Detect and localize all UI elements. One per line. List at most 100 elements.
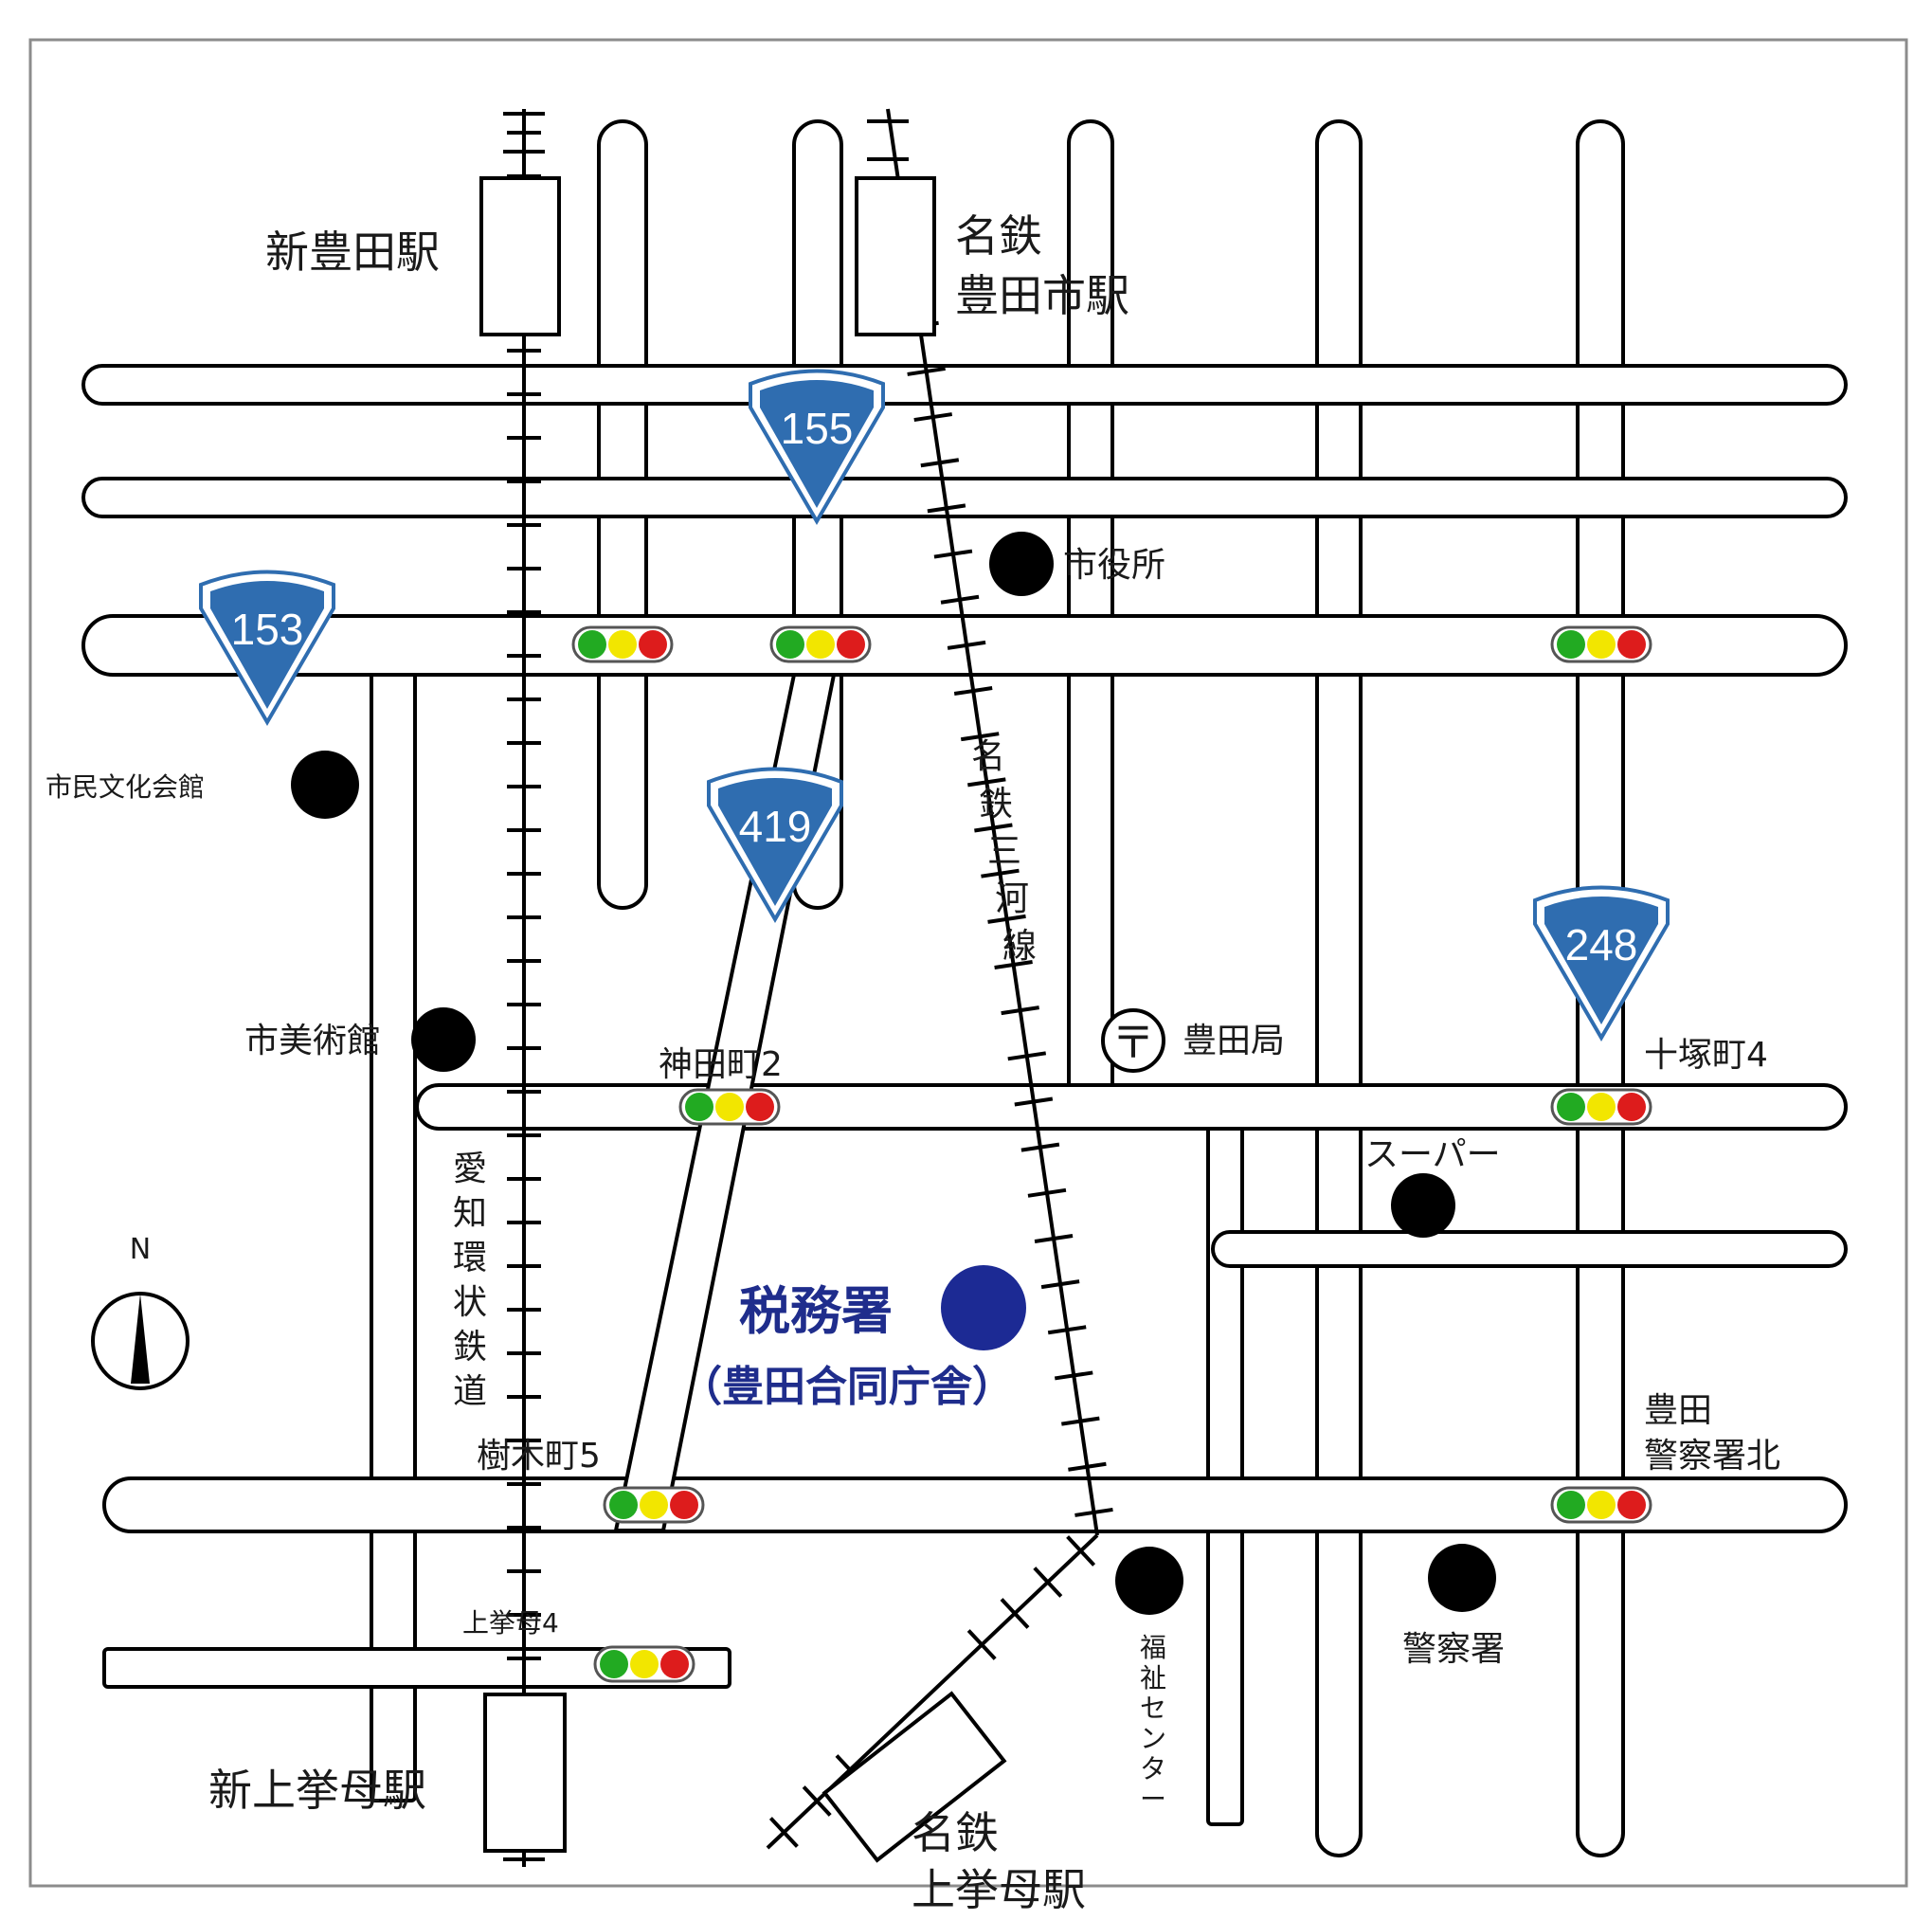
rail-tie (1061, 1416, 1100, 1426)
city-hall-marker (989, 532, 1054, 596)
north-arrow-icon (131, 1294, 150, 1384)
label-uwagoromo4: 上挙母4 (462, 1607, 559, 1639)
rail-tie (933, 549, 973, 559)
aichi-char: 状 (453, 1283, 487, 1322)
route-number: 419 (739, 802, 812, 851)
road-h2 (81, 477, 1848, 518)
label-meitetsu-uwagoromo-2: 上挙母駅 (912, 1864, 1086, 1915)
label-jutsukacho4: 十塚町4 (1644, 1036, 1768, 1075)
rail-tie (927, 503, 966, 514)
rail-tie (1014, 1096, 1054, 1107)
welfare-char: ン (1140, 1723, 1166, 1754)
traffic-signals (571, 625, 1652, 1683)
label-police-north-2: 警察署北 (1644, 1437, 1780, 1476)
route-number: 155 (781, 404, 854, 453)
rail-tie (1001, 1005, 1039, 1016)
label-police-north-1: 豊田 (1644, 1391, 1712, 1430)
rail-tie (920, 458, 960, 468)
post-office-icon (1101, 1008, 1165, 1073)
rail-tie (1047, 1325, 1087, 1335)
rail-tie (768, 1817, 799, 1848)
road-h1 (81, 364, 1848, 406)
label-city-hall: 市役所 (1063, 546, 1165, 585)
welfare-char: 祉 (1140, 1662, 1166, 1694)
station-meitetsu-toyotashi (855, 176, 936, 336)
rail-tie (960, 732, 1000, 742)
label-meitetsu-uwagoromo-1: 名鉄 (912, 1807, 999, 1858)
rail-tie (1034, 1233, 1074, 1243)
rail-tie (1066, 1535, 1096, 1567)
road-v4 (1315, 119, 1363, 1857)
station-shintoyota (479, 176, 561, 336)
rail-tie (802, 1785, 832, 1817)
tax-office-marker (941, 1265, 1026, 1350)
route-shield-419: 419 (707, 767, 843, 923)
road-h6 (102, 1476, 1848, 1533)
compass-north-label: N (130, 1233, 151, 1266)
art-museum-marker (411, 1007, 476, 1072)
mikawa-char: 線 (1002, 927, 1037, 966)
welfare-char: 福 (1140, 1632, 1166, 1663)
mikawa-char: 河 (995, 879, 1029, 918)
traffic-signal-icon (769, 625, 872, 663)
rail-tie (1020, 1142, 1060, 1152)
compass: N (91, 1233, 190, 1390)
label-aichi-loop-railway: 愛 知 環 状 鉄 道 (453, 1150, 487, 1411)
rail-tie (1027, 1187, 1067, 1198)
mikawa-char: 三 (987, 832, 1021, 871)
rail-tie (1068, 1461, 1107, 1472)
rail-tie (987, 914, 1026, 924)
road-v6 (370, 661, 417, 1802)
aichi-char: 知 (453, 1194, 487, 1233)
label-kikicho5: 樹木町5 (477, 1437, 601, 1476)
traffic-signal-icon (1550, 625, 1652, 663)
road-h5 (1211, 1230, 1848, 1268)
police-marker (1428, 1544, 1496, 1612)
traffic-signal-icon (1550, 1088, 1652, 1126)
label-police: 警察署 (1402, 1630, 1505, 1669)
traffic-signal-icon (678, 1088, 781, 1126)
welfare-char: タ (1140, 1753, 1166, 1784)
tax-office-subtitle: （豊田合同庁舎） (680, 1363, 1014, 1411)
label-shinkoromo: 新上挙母駅 (208, 1765, 426, 1816)
landmarks: 〒 (291, 532, 1496, 1615)
rail-tie (1054, 1370, 1093, 1381)
rail-tie (913, 412, 953, 423)
rail-tie (1007, 1051, 1047, 1061)
rail-tie (981, 868, 1020, 878)
label-culture-hall: 市民文化会館 (45, 771, 205, 803)
stations (479, 176, 1007, 1863)
traffic-signal-icon (1550, 1486, 1652, 1524)
aichi-char: 鉄 (453, 1328, 487, 1367)
label-welfare-center: 福 祉 セ ン タ ー (1140, 1632, 1166, 1815)
aichi-char: 道 (453, 1372, 487, 1411)
aichi-char: 愛 (453, 1150, 487, 1188)
aichi-loop-railway (503, 109, 909, 1867)
route-shield-153: 153 (199, 570, 335, 726)
rail-tie (994, 960, 1033, 969)
label-supermarket: スーパー (1364, 1135, 1501, 1174)
traffic-signal-icon (593, 1645, 695, 1683)
aichi-char: 環 (453, 1239, 487, 1277)
rail-tie (1033, 1567, 1063, 1598)
station-shinkoromo (483, 1693, 567, 1853)
label-shintoyota: 新豊田駅 (265, 226, 440, 278)
label-meitetsu-toyotashi-2: 豊田市駅 (955, 270, 1129, 321)
rail-tie (967, 777, 1006, 788)
label-art-museum: 市美術館 (244, 1022, 381, 1060)
rail-tie (953, 686, 993, 697)
rail-tie (940, 594, 980, 605)
road-h7 (102, 1647, 731, 1689)
map-frame (28, 38, 1908, 1888)
route-number: 248 (1565, 920, 1638, 969)
traffic-signal-icon (603, 1486, 705, 1524)
culture-hall-marker (291, 751, 359, 819)
rail-tie (974, 823, 1013, 833)
traffic-signal-icon (571, 625, 674, 663)
label-post-office: 豊田局 (1183, 1022, 1285, 1060)
welfare-char: セ (1140, 1693, 1166, 1724)
rail-tie (966, 1629, 997, 1660)
route-shield-248: 248 (1533, 885, 1670, 1042)
rail-tie (1040, 1279, 1080, 1290)
